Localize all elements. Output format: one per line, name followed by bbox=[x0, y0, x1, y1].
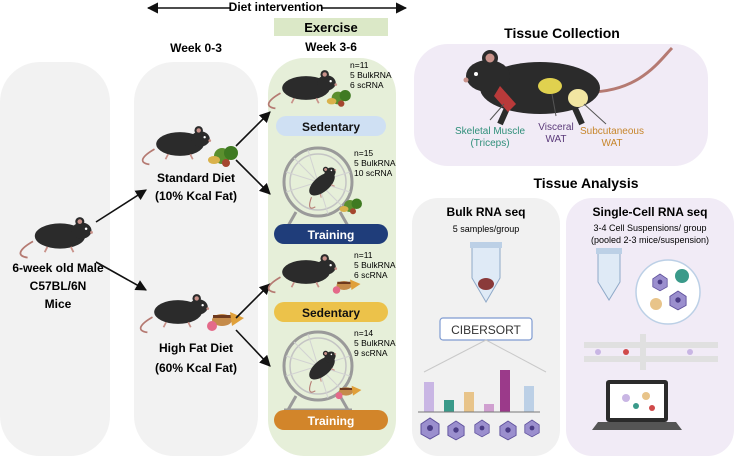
group3-label-pill bbox=[274, 302, 388, 322]
cibersort-fan bbox=[423, 339, 547, 373]
bulk-rna-title: Bulk RNA seq bbox=[447, 205, 526, 219]
triceps-label: (Triceps) bbox=[470, 138, 509, 149]
start-label-line1: 6-week old Male bbox=[12, 261, 104, 275]
bulk-tube-icon bbox=[470, 242, 502, 303]
cibersort-label: CIBERSORT bbox=[451, 323, 521, 337]
arrow-standard-to-sedentary bbox=[235, 111, 271, 147]
subcutaneous-label: Subcutaneous bbox=[580, 126, 644, 137]
arrow-standard-to-training bbox=[235, 159, 271, 195]
standard-diet-line2: (10% Kcal Fat) bbox=[155, 189, 237, 203]
microfluidic-chip-icon bbox=[584, 334, 718, 370]
cell-suspension-icon bbox=[635, 259, 701, 325]
arrow-highfat-to-training bbox=[235, 329, 271, 367]
exercise-week-title: Week 3-6 bbox=[305, 40, 357, 54]
sc-rna-title: Single-Cell RNA seq bbox=[593, 205, 708, 219]
arrow-to-standard-diet bbox=[95, 189, 147, 223]
group1-bulk: 5 BulkRNA bbox=[350, 70, 392, 80]
visceral-label: Visceral bbox=[538, 122, 573, 133]
start-column-bg bbox=[0, 62, 110, 456]
group3-n: n=11 bbox=[354, 250, 373, 260]
diet-intervention-label: Diet intervention bbox=[229, 0, 324, 14]
group4-label-pill bbox=[274, 410, 388, 430]
group1-label-pill bbox=[276, 116, 386, 136]
subcutaneous-pointer bbox=[583, 103, 607, 125]
sc-cell-icon-4 bbox=[650, 298, 662, 310]
bulk-samples-label: 5 samples/group bbox=[453, 224, 520, 234]
standard-diet-line1: Standard Diet bbox=[157, 171, 235, 185]
group1-label: Sedentary bbox=[302, 120, 360, 134]
sc-tube-icon bbox=[596, 248, 622, 301]
group3-label: Sedentary bbox=[302, 306, 360, 320]
tissue-analysis-title: Tissue Analysis bbox=[533, 175, 638, 191]
group1-sc: 6 scRNA bbox=[350, 80, 384, 90]
group4-n: n=14 bbox=[354, 328, 373, 338]
laptop-icon bbox=[592, 380, 682, 430]
week-0-3-title: Week 0-3 bbox=[170, 41, 222, 55]
group2-label: Training bbox=[308, 228, 355, 242]
visceral-wat-label: WAT bbox=[545, 134, 566, 145]
group2-n: n=15 bbox=[354, 148, 373, 158]
subcutaneous-wat-label: WAT bbox=[601, 138, 622, 149]
sc-line1: 3-4 Cell Suspensions/ group bbox=[593, 223, 706, 233]
deconvolution-bars bbox=[418, 370, 540, 413]
group2-sc: 10 scRNA bbox=[354, 168, 393, 178]
skeletal-muscle-label: Skeletal Muscle bbox=[455, 126, 525, 137]
high-fat-diet-line1: High Fat Diet bbox=[159, 341, 233, 355]
high-fat-diet-line2: (60% Kcal Fat) bbox=[155, 361, 237, 375]
start-label-line2: C57BL/6N bbox=[30, 279, 87, 293]
start-label-line3: Mice bbox=[45, 297, 72, 311]
group4-bulk: 5 BulkRNA bbox=[354, 338, 396, 348]
arrow-to-high-fat-diet bbox=[95, 261, 147, 291]
group3-bulk: 5 BulkRNA bbox=[354, 260, 396, 270]
tissue-collection-title: Tissue Collection bbox=[504, 25, 620, 41]
group2-label-pill bbox=[274, 224, 388, 244]
exercise-title-bg bbox=[274, 18, 388, 36]
group2-bulk: 5 BulkRNA bbox=[354, 158, 396, 168]
group3-sc: 6 scRNA bbox=[354, 270, 388, 280]
group4-label: Training bbox=[308, 414, 355, 428]
arrow-highfat-to-sedentary bbox=[235, 283, 271, 319]
large-mouse-icon bbox=[463, 46, 674, 126]
exercise-column-bg bbox=[268, 58, 396, 456]
sc-cell-icon-3 bbox=[675, 269, 689, 283]
group4-sc: 9 scRNA bbox=[354, 348, 388, 358]
sc-line2: (pooled 2-3 mice/suspension) bbox=[591, 235, 709, 245]
group1-n: n=11 bbox=[350, 60, 369, 70]
week-0-3-column-bg bbox=[134, 62, 258, 456]
muscle-pointer bbox=[489, 103, 505, 121]
exercise-title: Exercise bbox=[304, 20, 358, 35]
visceral-pointer bbox=[551, 93, 557, 117]
